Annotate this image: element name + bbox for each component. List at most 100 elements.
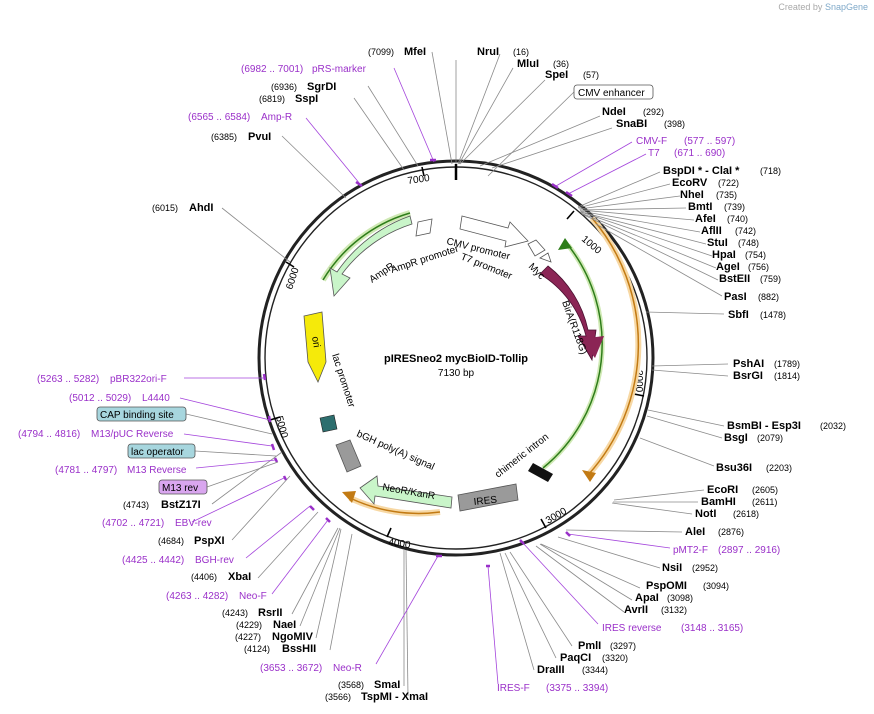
enzyme-label-avrii: AvrII <box>624 604 648 616</box>
enzyme-pos-hpai: (754) <box>745 250 766 260</box>
enzyme-pos-sbfi: (1478) <box>760 310 786 320</box>
enzyme-pos-ecori: (2605) <box>752 485 778 495</box>
orf-line-right-outer <box>587 217 640 476</box>
bira-arrowhead <box>580 336 604 358</box>
enzyme-pos-rsrii: (4243) <box>222 608 248 618</box>
scale-ticks <box>269 166 645 538</box>
lac-operator-label: lac operator <box>131 447 184 458</box>
enzyme-label-xbai: XbaI <box>228 571 251 583</box>
myc-tag <box>539 252 552 263</box>
enzyme-pos-agei: (756) <box>748 262 769 272</box>
enzyme-pos-naei: (4229) <box>236 620 262 630</box>
neo-orf-arrowhead <box>342 491 356 503</box>
cmv-enhancer-box <box>573 84 654 100</box>
enzyme-label-bsteii: BstEII <box>719 273 750 285</box>
enzyme-label-bsrgi: BsrGI <box>733 370 763 382</box>
enzyme-pos-stui: (748) <box>738 238 759 248</box>
orf-line-right-inner <box>542 244 603 469</box>
enzyme-pos-aflii: (742) <box>735 226 756 236</box>
enzyme-pos-bsteii: (759) <box>760 274 781 284</box>
enzyme-pos-afei: (740) <box>727 214 748 224</box>
plasmid-name: pIRESneo2 mycBioID-Tollip <box>384 353 528 365</box>
orf-arrowhead-right-outer <box>582 470 596 482</box>
enzyme-pos-sspi: (6819) <box>259 94 285 104</box>
ori-feature <box>303 311 327 383</box>
enzyme-label-sspi: SspI <box>295 93 318 105</box>
enzyme-label-pspxi: PspXI <box>194 535 225 547</box>
enzyme-label-nhei: NheI <box>680 189 704 201</box>
enzyme-pos-bstz17i: (4743) <box>123 500 149 510</box>
enzyme-pos-ahdi: (6015) <box>152 203 178 213</box>
enzyme-label-ngomiv: NgoMIV <box>272 631 314 643</box>
primer-name-neo-r: Neo-R <box>333 663 362 674</box>
enzyme-pos-tspmi-xmai: (3566) <box>325 692 351 702</box>
label-ires: IRES <box>473 495 498 508</box>
enzyme-label-bamhi: BamHI <box>701 496 736 508</box>
enzyme-label-ndei: NdeI <box>602 106 626 118</box>
enzyme-leader-lines <box>211 51 729 697</box>
enzyme-label-mlui: MluI <box>517 58 539 70</box>
enzyme-pos-mlui: (36) <box>553 59 569 69</box>
enzyme-label-snabi: SnaBI <box>616 118 647 130</box>
primer-name-pmt2-f: pMT2-F <box>673 545 708 556</box>
enzyme-pos-pspomi: (3094) <box>703 581 729 591</box>
enzyme-pos-bsshii: (4124) <box>244 644 270 654</box>
tick-label-2000: 2000 <box>633 370 644 393</box>
ampr-feature <box>329 215 413 297</box>
enzyme-label-sbfi: SbfI <box>728 309 749 321</box>
t7-promoter-arrow <box>527 239 546 257</box>
label-ampr-promoter: AmpR promoter <box>390 243 461 275</box>
enzyme-label-aflii: AflII <box>701 225 722 237</box>
cmv-promoter-arrow <box>459 215 529 248</box>
enzyme-pos-noti: (2618) <box>733 509 759 519</box>
enzyme-label-pmli: PmlI <box>578 640 601 652</box>
enzyme-label-naei: NaeI <box>273 619 296 631</box>
enzyme-pos-avrii: (3132) <box>661 605 687 615</box>
primer-name-cmv-f: CMV-F <box>636 136 667 147</box>
primer-range-pmt2-f: (2897 .. 2916) <box>718 545 780 556</box>
primer-name-m13-reverse: M13 Reverse <box>127 465 187 476</box>
primer-name-l4440: L4440 <box>142 393 170 404</box>
enzyme-pos-xbai: (4406) <box>191 572 217 582</box>
enzyme-pos-ecorv: (722) <box>718 178 739 188</box>
enzyme-label-afei: AfeI <box>695 213 716 225</box>
enzyme-label-tspmi-xmai: TspMI - XmaI <box>361 691 428 703</box>
enzyme-pos-bamhi: (2611) <box>752 497 777 507</box>
primer-range-t7: (671 .. 690) <box>674 148 725 159</box>
primer-range-m13-puc-reverse: (4794 .. 4816) <box>18 429 80 440</box>
enzyme-label-pvui: PvuI <box>248 131 271 143</box>
tick-label-1000: 1000 <box>579 234 603 257</box>
primer-labels: (6982 .. 7001) pRS-marker (6565 .. 6584)… <box>18 64 780 694</box>
primer-range-m13-reverse: (4781 .. 4797) <box>55 465 117 476</box>
lac-promoter-feature <box>319 414 338 433</box>
primer-name-amp-r: Amp-R <box>261 112 292 123</box>
enzyme-pos-nrui: (16) <box>513 47 529 57</box>
enzyme-pos-bsmbi-esp3i: (2032) <box>820 421 846 431</box>
primer-name-bgh-rev: BGH-rev <box>195 555 234 566</box>
enzyme-label-ahdi: AhdI <box>189 202 213 214</box>
primer-range-ebv-rev: (4702 .. 4721) <box>102 518 164 529</box>
primer-range-ires-reverse: (3148 .. 3165) <box>681 623 743 634</box>
enzyme-pos-pasi: (882) <box>758 292 779 302</box>
enzyme-label-ecori: EcoRI <box>707 484 738 496</box>
left-enzyme-labels: (7099) MfeI (6936) SgrDI (6819) SspI (63… <box>123 46 428 703</box>
enzyme-pos-paqci: (3320) <box>602 653 628 663</box>
label-myc: Myc <box>526 261 547 282</box>
enzyme-label-sgrdi: SgrDI <box>307 81 336 93</box>
tick-label-4000: 4000 <box>388 537 412 551</box>
enzyme-label-noti: NotI <box>695 508 716 520</box>
enzyme-label-bstz17i: BstZ17I <box>161 499 201 511</box>
enzyme-label-spei: SpeI <box>545 69 568 81</box>
enzyme-pos-smai: (3568) <box>338 680 364 690</box>
enzyme-pos-bsrgi: (1814) <box>774 371 800 381</box>
enzyme-pos-sgrdi: (6936) <box>271 82 297 92</box>
label-bgh: bGH poly(A) signal <box>355 429 436 473</box>
enzyme-label-pshai: PshAI <box>733 358 764 370</box>
lac-operator-box <box>127 443 196 459</box>
enzyme-label-bsshii: BssHII <box>282 643 316 655</box>
enzyme-pos-snabi: (398) <box>664 119 685 129</box>
enzyme-label-ecorv: EcoRV <box>672 177 708 189</box>
enzyme-label-nrui: NruI <box>477 46 499 58</box>
enzyme-label-bsmbi-esp3i: BsmBI - Esp3I <box>727 420 801 432</box>
enzyme-label-bsu36i: Bsu36I <box>716 462 752 474</box>
